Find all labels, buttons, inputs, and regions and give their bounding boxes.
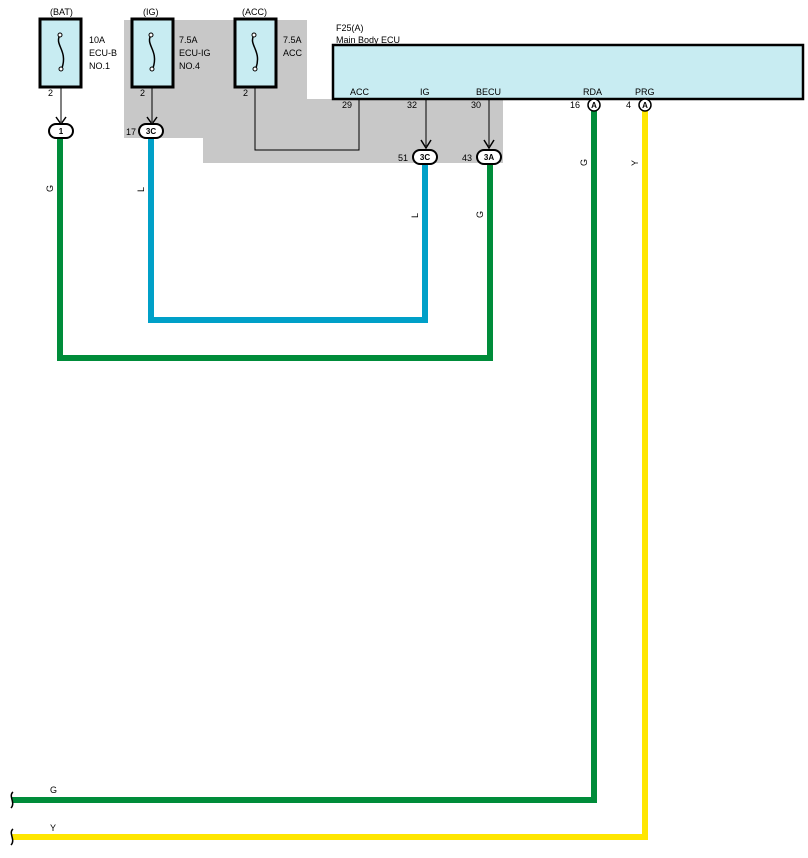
ecu-title: Main Body ECU — [336, 35, 400, 45]
fuse-rating: 10A — [89, 35, 105, 45]
fuse-acc: (ACC) 7.5A ACC 2 — [233, 7, 303, 98]
fuse-name: ECU-IG — [179, 48, 211, 58]
svg-text:51: 51 — [398, 153, 408, 163]
ecu-connector-prg: A — [638, 98, 652, 112]
wire-label: L — [410, 213, 420, 218]
ecu-pin-number: 30 — [471, 100, 481, 110]
svg-text:43: 43 — [462, 153, 472, 163]
fuse-name: ACC — [283, 48, 303, 58]
fuse-icon — [251, 34, 259, 69]
fuse-name2: NO.1 — [89, 61, 110, 71]
wire-label: L — [136, 187, 146, 192]
ecu-pin-number: 32 — [407, 100, 417, 110]
junction-connector-3c-51: 51 3C — [398, 149, 438, 165]
fuse-ecu-ig-no4: (IG) 7.5A ECU-IG NO.4 2 — [130, 7, 211, 98]
fuse-pin: 2 — [48, 88, 53, 98]
junction-connector-3c-17: 17 3C — [126, 123, 164, 139]
fuse-header: (IG) — [143, 7, 159, 17]
shaded-junction-area — [124, 20, 503, 163]
svg-text:1: 1 — [59, 127, 64, 136]
ecu-pin-label: BECU — [476, 87, 501, 97]
fuse-pin: 2 — [243, 88, 248, 98]
ecu-pin-number: 4 — [626, 100, 631, 110]
fuse-rating: 7.5A — [179, 35, 198, 45]
fuse-name: ECU-B — [89, 48, 117, 58]
fuse-header: (BAT) — [50, 7, 73, 17]
svg-text:A: A — [591, 101, 597, 110]
ecu-pin-number: 16 — [570, 100, 580, 110]
svg-text:17: 17 — [126, 127, 136, 137]
acc-lead — [254, 87, 360, 151]
ecu-pin-label: IG — [420, 87, 430, 97]
wire-label: Y — [50, 823, 56, 833]
wire-label: G — [475, 211, 485, 218]
wire-label: G — [50, 785, 57, 795]
svg-text:A: A — [642, 101, 648, 110]
ecu-pin-label: PRG — [635, 87, 655, 97]
svg-text:3C: 3C — [146, 127, 156, 136]
junction-connector-1: 1 — [48, 123, 74, 139]
ecu-code: F25(A) — [336, 23, 364, 33]
junction-connector-3a-43: 43 3A — [462, 149, 502, 165]
arrow-icon — [483, 139, 495, 150]
ecu-pin-number: 29 — [342, 100, 352, 110]
wire-yellow-prg — [12, 110, 648, 840]
fuse-name2: NO.4 — [179, 61, 200, 71]
wire-label: Y — [630, 160, 640, 166]
fuse-pin: 2 — [140, 88, 145, 98]
ecu-pin-label: ACC — [350, 87, 370, 97]
fuse-rating: 7.5A — [283, 35, 302, 45]
arrow-icon — [420, 139, 432, 150]
fuse-header: (ACC) — [242, 7, 267, 17]
wire-blue-ig — [148, 138, 428, 323]
wire-break-icon — [10, 791, 14, 809]
fuse-ecu-b-no1: (BAT) 10A ECU-B NO.1 2 — [38, 7, 117, 98]
ecu-box — [331, 43, 805, 101]
fuse-icon — [57, 34, 65, 69]
wire-green-rda — [12, 110, 597, 803]
wire-green-bat — [57, 138, 493, 361]
ecu-connector-rda: A — [587, 98, 601, 112]
svg-text:3C: 3C — [420, 153, 430, 162]
wire-label: G — [45, 185, 55, 192]
ecu-pin-label: RDA — [583, 87, 602, 97]
wire-break-icon — [10, 828, 14, 846]
svg-text:3A: 3A — [484, 153, 494, 162]
wire-label: G — [579, 159, 589, 166]
fuse-icon — [148, 34, 156, 69]
